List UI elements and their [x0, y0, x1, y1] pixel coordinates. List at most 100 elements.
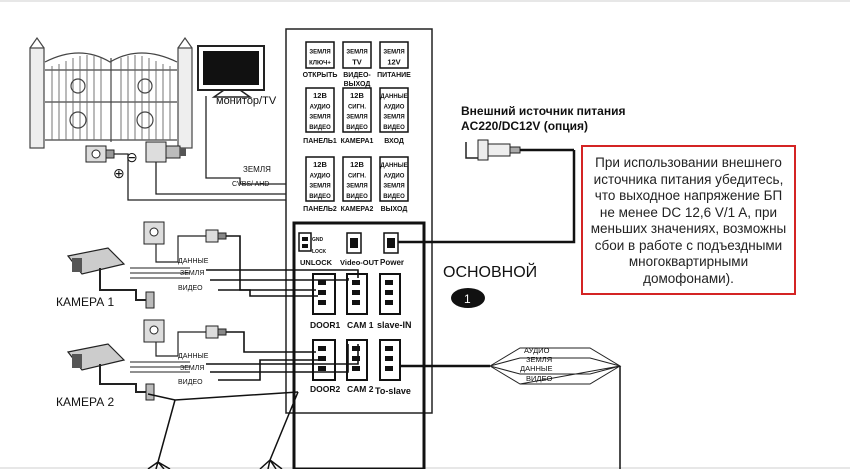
- cam2-connector: [346, 339, 368, 381]
- ground-label: ЗЕМЛЯ: [243, 165, 271, 174]
- to-slave-label: To-slave: [375, 386, 411, 396]
- terminal-caption: ВИДЕО-: [343, 72, 371, 79]
- terminal-line: ВИДЕО: [309, 194, 331, 200]
- terminal-line: 12В: [313, 160, 327, 169]
- terminal-line: 12V: [387, 58, 400, 67]
- power-label: Power: [380, 258, 404, 267]
- camera2-label: КАМЕРА 2: [56, 395, 115, 409]
- terminal-line: АУДИО: [384, 173, 405, 179]
- terminal-line: TV: [352, 58, 362, 67]
- bundle-data-label: ДАННЫЕ: [520, 364, 553, 373]
- unlock-label: UNLOCK: [300, 258, 333, 267]
- camera2-video-label: ВИДЕО: [178, 379, 203, 386]
- terminal-line: 12В: [350, 160, 364, 169]
- slave-in-connector: [379, 273, 401, 315]
- monitor-icon: [197, 45, 265, 98]
- door1-label: DOOR1: [310, 320, 341, 330]
- camera2-icon: [66, 343, 155, 401]
- lock-icon: [85, 145, 115, 163]
- terminal-box: [305, 41, 335, 69]
- lock-connector: [298, 232, 312, 252]
- dc-plug-icon: [465, 139, 521, 161]
- terminal-box: [342, 156, 372, 202]
- camera1-dc-plug-icon: [205, 229, 227, 243]
- cam2-label: CAM 2: [347, 384, 374, 394]
- terminal-caption: ВХОД: [384, 138, 404, 145]
- terminal-caption: ВЫХОД: [381, 206, 408, 213]
- terminal-caption: ПАНЕЛЬ2: [303, 206, 337, 213]
- camera1-icon: [66, 247, 155, 309]
- minus-symbol: ⊖: [126, 149, 138, 165]
- terminal-box: [379, 87, 409, 133]
- terminal-line: ЗЕМЛЯ: [346, 49, 367, 55]
- terminal-line: АУДИО: [384, 104, 405, 110]
- terminal-line: ЗЕМЛЯ: [309, 184, 330, 190]
- terminal-line: ЗЕМЛЯ: [309, 115, 330, 121]
- slave-in-label: slave-IN: [377, 320, 412, 330]
- external-power-line1: Внешний источник питания: [461, 104, 625, 118]
- external-power-line2: AC220/DC12V (опция): [461, 119, 588, 133]
- bundle-ground-label: ЗЕМЛЯ: [526, 355, 552, 364]
- terminal-line: 12В: [350, 91, 364, 100]
- terminal-line: 12В: [313, 91, 327, 100]
- cam1-label: CAM 1: [347, 320, 374, 330]
- door2-label: DOOR2: [310, 384, 341, 394]
- terminal-line: АУДИО: [310, 104, 331, 110]
- terminal-line: ВИДЕО: [346, 125, 368, 131]
- camera2-power-adapter-icon: [143, 319, 165, 343]
- connector-block: [292, 221, 426, 469]
- gate-icon: [29, 36, 193, 149]
- terminal-box: [379, 156, 409, 202]
- power-warning-note: При использовании внешнего источника пит…: [581, 145, 796, 295]
- terminal-box: [379, 41, 409, 69]
- terminal-line: ЗЕМЛЯ: [346, 115, 367, 121]
- terminal-line: ЗЕМЛЯ: [346, 184, 367, 190]
- terminal-caption: ПИТАНИЕ: [377, 72, 411, 79]
- video-out-label: Video-OUT: [340, 258, 379, 267]
- terminal-line: АУДИО: [310, 173, 331, 179]
- power-adapter-icon: [145, 141, 186, 163]
- main-number-badge: [451, 288, 485, 308]
- terminal-line: СИГН.: [348, 104, 366, 110]
- to-slave-connector: [379, 339, 401, 381]
- video-out-connector: [346, 232, 362, 254]
- ground-spike-icon: [147, 391, 299, 469]
- terminal-line: ДАННЫЕ: [380, 163, 407, 169]
- gnd-label: GND: [312, 237, 324, 243]
- terminal-box: [305, 156, 335, 202]
- terminal-line: КЛЮЧ+: [309, 61, 331, 67]
- terminal-line: ВИДЕО: [383, 125, 405, 131]
- lock-label: LOCK: [312, 249, 327, 255]
- power-connector: [383, 232, 399, 254]
- camera1-data-label: ДАННЫЕ: [178, 258, 209, 265]
- terminal-line: ВИДЕО: [346, 194, 368, 200]
- main-title: ОСНОВНОЙ: [443, 262, 537, 281]
- camera1-label: КАМЕРА 1: [56, 295, 115, 309]
- terminal-caption: ВЫХОД: [344, 81, 371, 88]
- terminal-caption: КАМЕРА2: [341, 206, 374, 213]
- terminal-line: ДАННЫЕ: [380, 94, 407, 100]
- camera1-power-adapter-icon: [143, 221, 165, 245]
- cam1-connector: [346, 273, 368, 315]
- bundle-audio-label: АУДИО: [524, 346, 550, 355]
- bundle-video-label: ВИДЕО: [526, 374, 552, 383]
- main-number: 1: [464, 292, 471, 306]
- camera1-video-label: ВИДЕО: [178, 285, 203, 292]
- terminal-line: ВИДЕО: [383, 194, 405, 200]
- monitor-label: монитор/TV: [216, 95, 277, 107]
- terminal-box: [305, 87, 335, 133]
- camera2-ground-label: ЗЕМЛЯ: [180, 365, 204, 372]
- door1-connector: [312, 273, 336, 315]
- terminal-line: СИГН.: [348, 173, 366, 179]
- plus-symbol: ⊕: [113, 165, 125, 181]
- terminal-line: ЗЕМЛЯ: [383, 184, 404, 190]
- terminal-line: ЗЕМЛЯ: [383, 49, 404, 55]
- terminal-caption: ПАНЕЛЬ1: [303, 138, 337, 145]
- camera2-data-label: ДАННЫЕ: [178, 353, 209, 360]
- terminal-caption: ОТКРЫТЬ: [303, 72, 338, 79]
- terminal-caption: КАМЕРА1: [341, 138, 374, 145]
- camera1-ground-label: ЗЕМЛЯ: [180, 270, 204, 277]
- terminal-line: ВИДЕО: [309, 125, 331, 131]
- power-warning-text: При использовании внешнего источника пит…: [590, 155, 787, 286]
